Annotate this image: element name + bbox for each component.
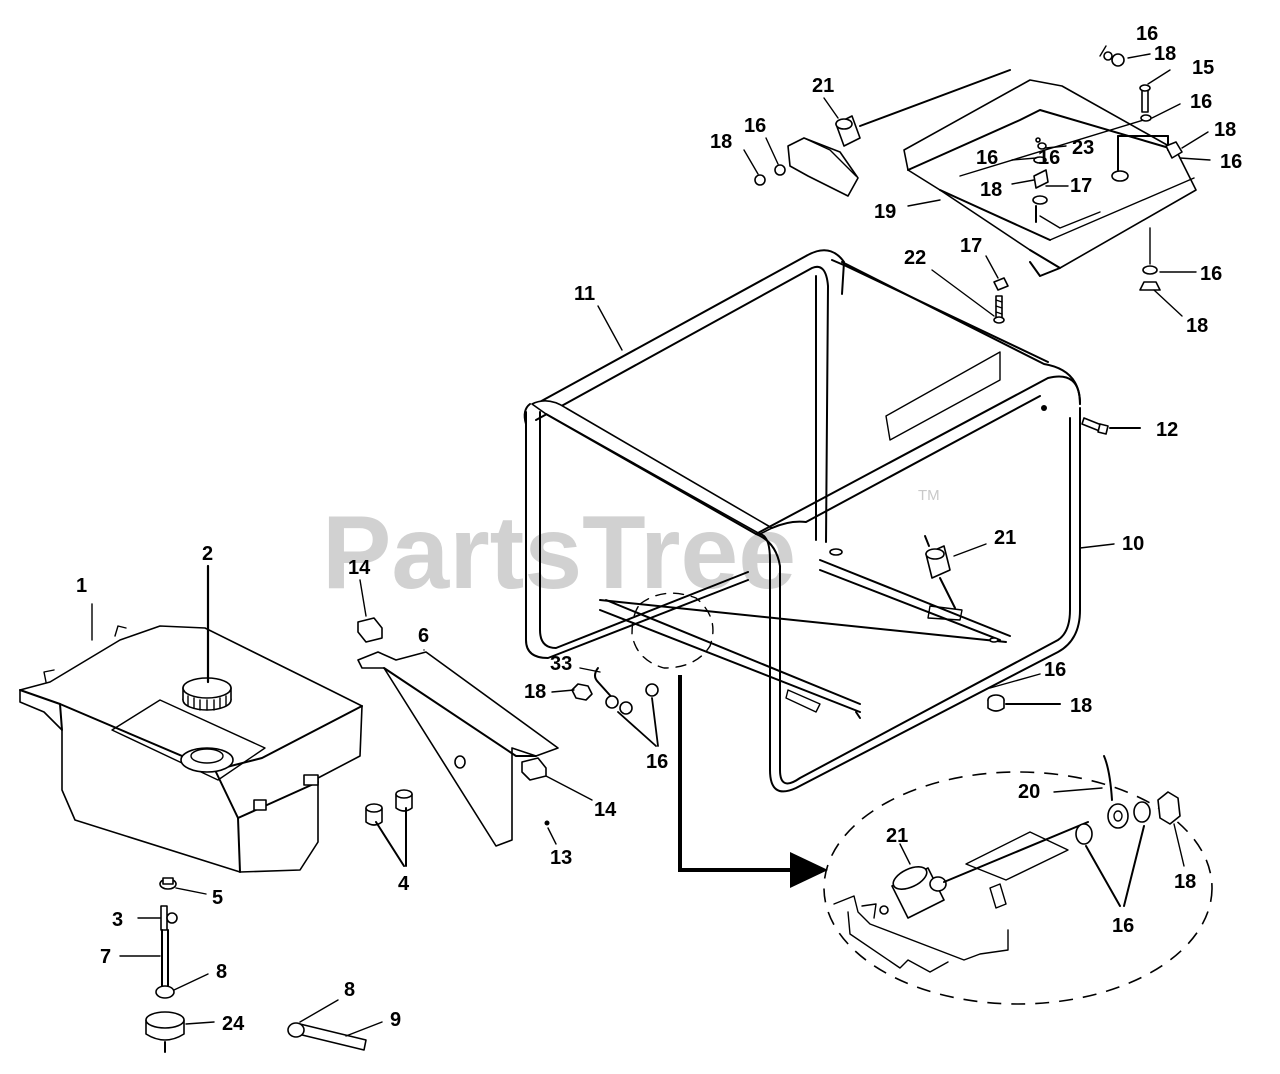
callout-18-c: 18 [1214, 119, 1236, 141]
callout-16-h: 16 [1044, 659, 1066, 681]
isolator-frame[interactable] [924, 535, 956, 609]
top-hardware[interactable] [1032, 84, 1183, 291]
callout-3: 3 [112, 909, 123, 931]
callout-16-f: 16 [1200, 263, 1222, 285]
callout-8-valve: 8 [216, 961, 227, 983]
bolt-12[interactable] [1081, 417, 1109, 435]
callout-1: 1 [76, 575, 87, 597]
callout-16-g: 16 [646, 751, 668, 773]
fuel-cap[interactable] [182, 677, 232, 711]
callout-16-b: 16 [744, 115, 766, 137]
bolt-22[interactable] [993, 277, 1009, 324]
mounting-bracket[interactable] [357, 651, 559, 847]
frame[interactable] [523, 249, 1081, 793]
callout-6: 6 [418, 625, 429, 647]
fuel-hose[interactable] [287, 1022, 367, 1051]
watermark-trademark: TM [918, 487, 940, 504]
callout-18-h: 18 [1174, 871, 1196, 893]
callout-18-d: 18 [980, 179, 1002, 201]
callout-18-a: 18 [1154, 43, 1176, 65]
callout-16-j: 16 [1038, 147, 1060, 169]
callout-14-upper: 14 [348, 557, 371, 579]
callout-23: 23 [1072, 137, 1094, 159]
callout-17-a: 17 [1070, 175, 1092, 197]
fuel-valve-assembly[interactable] [145, 877, 185, 1053]
callout-10: 10 [1122, 533, 1144, 555]
detail-arrow [678, 675, 828, 888]
clip-nut-upper[interactable] [357, 617, 383, 643]
clip-nut-lower[interactable] [521, 757, 547, 781]
callout-4: 4 [398, 873, 410, 895]
leader-lines [91, 45, 1211, 1037]
callout-11: 11 [574, 283, 595, 305]
isolator-bracket-left[interactable] [754, 69, 1011, 197]
callout-20: 20 [1018, 781, 1040, 803]
callout-7: 7 [100, 946, 111, 968]
callout-15: 15 [1192, 57, 1214, 79]
callout-18-e: 18 [1186, 315, 1208, 337]
fuel-tank[interactable] [19, 625, 363, 873]
isolator-detail[interactable] [879, 821, 1089, 919]
ground-strap-detail[interactable] [1075, 755, 1181, 845]
callout-9: 9 [390, 1009, 401, 1031]
callout-16-c: 16 [1190, 91, 1212, 113]
callout-21-frame: 21 [994, 527, 1016, 549]
callout-16-e: 16 [1220, 151, 1242, 173]
callout-16-d: 16 [976, 147, 998, 169]
callout-19: 19 [874, 201, 896, 223]
callout-18-b: 18 [710, 131, 732, 153]
callout-8-hose: 8 [344, 979, 355, 1001]
callout-21-top: 21 [812, 75, 834, 97]
callout-22: 22 [904, 247, 926, 269]
callout-16-i: 16 [1112, 915, 1134, 937]
callout-5: 5 [212, 887, 223, 909]
callout-33: 33 [550, 653, 572, 675]
callout-13: 13 [550, 847, 572, 869]
detail-view [823, 771, 1213, 1005]
callout-21-detail: 21 [886, 825, 908, 847]
callout-18-g: 18 [1070, 695, 1092, 717]
foot-nut[interactable] [987, 694, 1005, 712]
callout-12: 12 [1156, 419, 1178, 441]
callout-18-f: 18 [524, 681, 546, 703]
callout-16-a: 16 [1136, 23, 1158, 45]
callout-17-b: 17 [960, 235, 982, 257]
detail-marker [631, 592, 714, 669]
screw-13[interactable] [544, 820, 550, 826]
bushing-pair[interactable] [365, 789, 413, 826]
callout-14-lower: 14 [594, 799, 617, 821]
ground-strap-hardware[interactable] [571, 667, 659, 715]
callout-2: 2 [202, 543, 213, 565]
callout-labels: 1 2 3 4 5 6 7 8 8 9 10 11 12 13 14 14 15… [76, 23, 1242, 1035]
callout-24: 24 [222, 1013, 245, 1035]
